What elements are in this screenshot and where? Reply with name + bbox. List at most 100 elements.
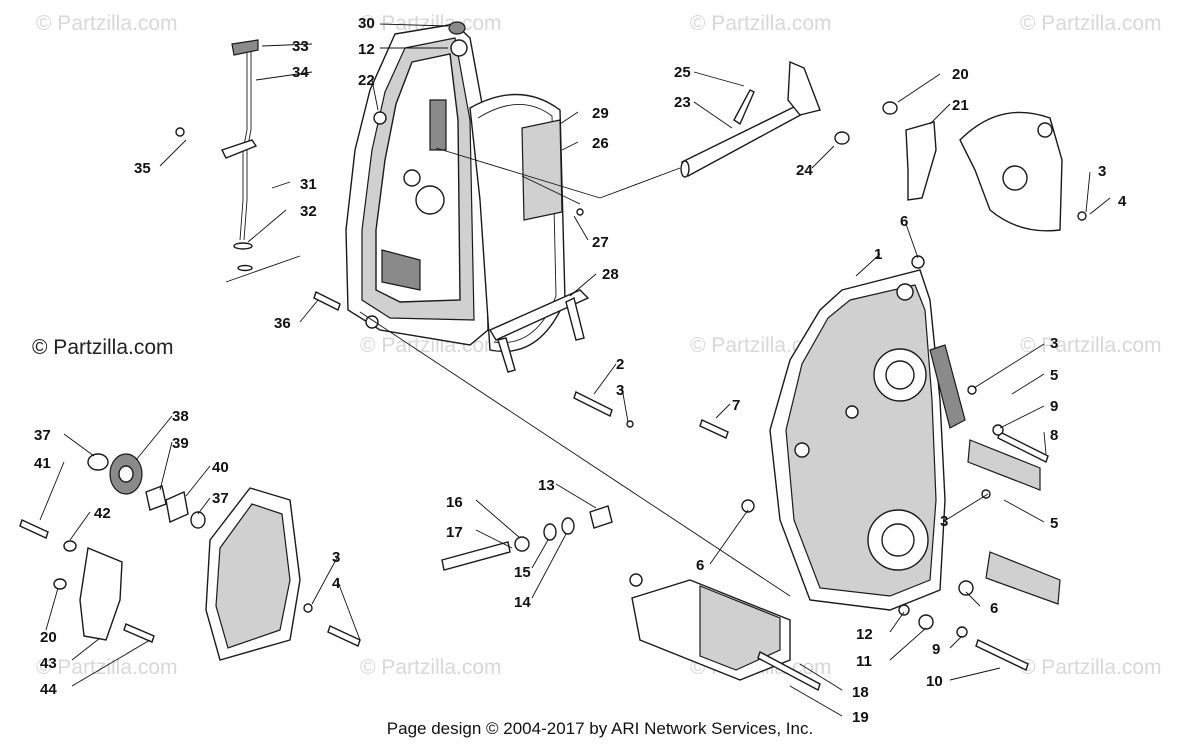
copyright-mark: © Partzilla.com (32, 336, 174, 359)
callout-7[interactable]: 7 (732, 397, 740, 414)
callout-14[interactable]: 14 (514, 594, 531, 611)
shift-bracket (882, 101, 1063, 232)
bolt (699, 419, 729, 439)
callout-24[interactable]: 24 (796, 162, 813, 179)
callout-6[interactable]: 6 (900, 213, 908, 230)
drive-cover (205, 487, 361, 661)
callout-3[interactable]: 3 (1098, 163, 1106, 180)
page-footer: Page design © 2004-2017 by ARI Network S… (386, 719, 814, 738)
callout-15[interactable]: 15 (514, 564, 531, 581)
cap (448, 21, 466, 35)
callout-16[interactable]: 16 (446, 494, 463, 511)
callout-3[interactable]: 3 (940, 513, 948, 530)
callout-22[interactable]: 22 (358, 72, 375, 89)
callout-6[interactable]: 6 (696, 557, 704, 574)
callout-39[interactable]: 39 (172, 435, 189, 452)
washer (303, 603, 313, 613)
callout-8[interactable]: 8 (1050, 427, 1058, 444)
callout-42[interactable]: 42 (94, 505, 111, 522)
tensioner-arm (53, 547, 155, 643)
dipstick-assembly (221, 39, 259, 272)
callout-3[interactable]: 3 (1050, 335, 1058, 352)
callout-25[interactable]: 25 (674, 64, 691, 81)
callout-30[interactable]: 30 (358, 15, 375, 32)
callout-34[interactable]: 34 (292, 64, 309, 81)
watermark: © Partzilla.com (360, 12, 502, 35)
callout-23[interactable]: 23 (674, 94, 691, 111)
callout-4[interactable]: 4 (1118, 193, 1127, 210)
chaincase-housing (769, 269, 966, 611)
callout-5[interactable]: 5 (1050, 515, 1058, 532)
callout-36[interactable]: 36 (274, 315, 291, 332)
watermark: © Partzilla.com (36, 656, 178, 679)
callout-40[interactable]: 40 (212, 459, 229, 476)
splined-shaft (985, 551, 1061, 605)
watermark: © Partzilla.com (36, 12, 178, 35)
callout-33[interactable]: 33 (292, 38, 309, 55)
callout-41[interactable]: 41 (34, 455, 51, 472)
callout-19[interactable]: 19 (852, 709, 869, 726)
callout-37[interactable]: 37 (212, 490, 229, 507)
shift-shaft (680, 60, 850, 178)
callout-12[interactable]: 12 (856, 626, 873, 643)
nut (958, 580, 974, 596)
callout-26[interactable]: 26 (592, 135, 609, 152)
skid-block (631, 579, 821, 692)
callout-20[interactable]: 20 (952, 66, 969, 83)
washer (1077, 211, 1087, 221)
watermark: © Partzilla.com (1020, 334, 1162, 357)
tension-rod (488, 289, 590, 373)
callout-2[interactable]: 2 (616, 356, 624, 373)
callout-13[interactable]: 13 (538, 477, 555, 494)
nut (911, 255, 925, 269)
callout-3[interactable]: 3 (332, 549, 340, 566)
nut (918, 614, 934, 630)
callout-31[interactable]: 31 (300, 176, 317, 193)
callout-43[interactable]: 43 (40, 655, 57, 672)
callout-11[interactable]: 11 (856, 653, 872, 670)
watermark: © Partzilla.com (1020, 12, 1162, 35)
callout-32[interactable]: 32 (300, 203, 317, 220)
callout-18[interactable]: 18 (852, 684, 869, 701)
callout-28[interactable]: 28 (602, 266, 619, 283)
callout-4[interactable]: 4 (332, 575, 341, 592)
stud (573, 391, 613, 417)
watermark: © Partzilla.com (360, 656, 502, 679)
nut (741, 499, 755, 513)
watermark: © Partzilla.com (1020, 656, 1162, 679)
callout-1[interactable]: 1 (874, 246, 882, 263)
bolt (975, 639, 1029, 671)
washer (992, 424, 1004, 436)
callout-9[interactable]: 9 (932, 641, 940, 658)
drain-plug-assembly (441, 505, 613, 571)
callout-37[interactable]: 37 (34, 427, 51, 444)
callout-35[interactable]: 35 (134, 160, 151, 177)
callout-17[interactable]: 17 (446, 524, 463, 541)
inspection-plate (521, 119, 563, 221)
leader-lines (39, 23, 1111, 717)
callout-44[interactable]: 44 (40, 681, 57, 698)
washer (956, 626, 968, 638)
washer (626, 420, 634, 428)
bolt (997, 431, 1049, 463)
callout-10[interactable]: 10 (926, 673, 943, 690)
callout-27[interactable]: 27 (592, 234, 609, 251)
chaincase-cover (345, 23, 489, 346)
callout-21[interactable]: 21 (952, 97, 969, 114)
callout-3[interactable]: 3 (616, 382, 624, 399)
bolt (313, 291, 341, 311)
callout-9[interactable]: 9 (1050, 398, 1058, 415)
callout-29[interactable]: 29 (592, 105, 609, 122)
watermark: © Partzilla.com (690, 12, 832, 35)
callout-20[interactable]: 20 (40, 629, 57, 646)
splined-shaft (967, 439, 1041, 491)
callout-labels: 33 34 35 31 32 30 12 22 25 23 24 29 26 2… (34, 15, 1127, 726)
callout-6[interactable]: 6 (990, 600, 998, 617)
callout-38[interactable]: 38 (172, 408, 189, 425)
screw (576, 208, 584, 216)
idler-assembly (19, 453, 206, 552)
callout-5[interactable]: 5 (1050, 367, 1058, 384)
callout-12[interactable]: 12 (358, 41, 375, 58)
nut (629, 573, 643, 587)
